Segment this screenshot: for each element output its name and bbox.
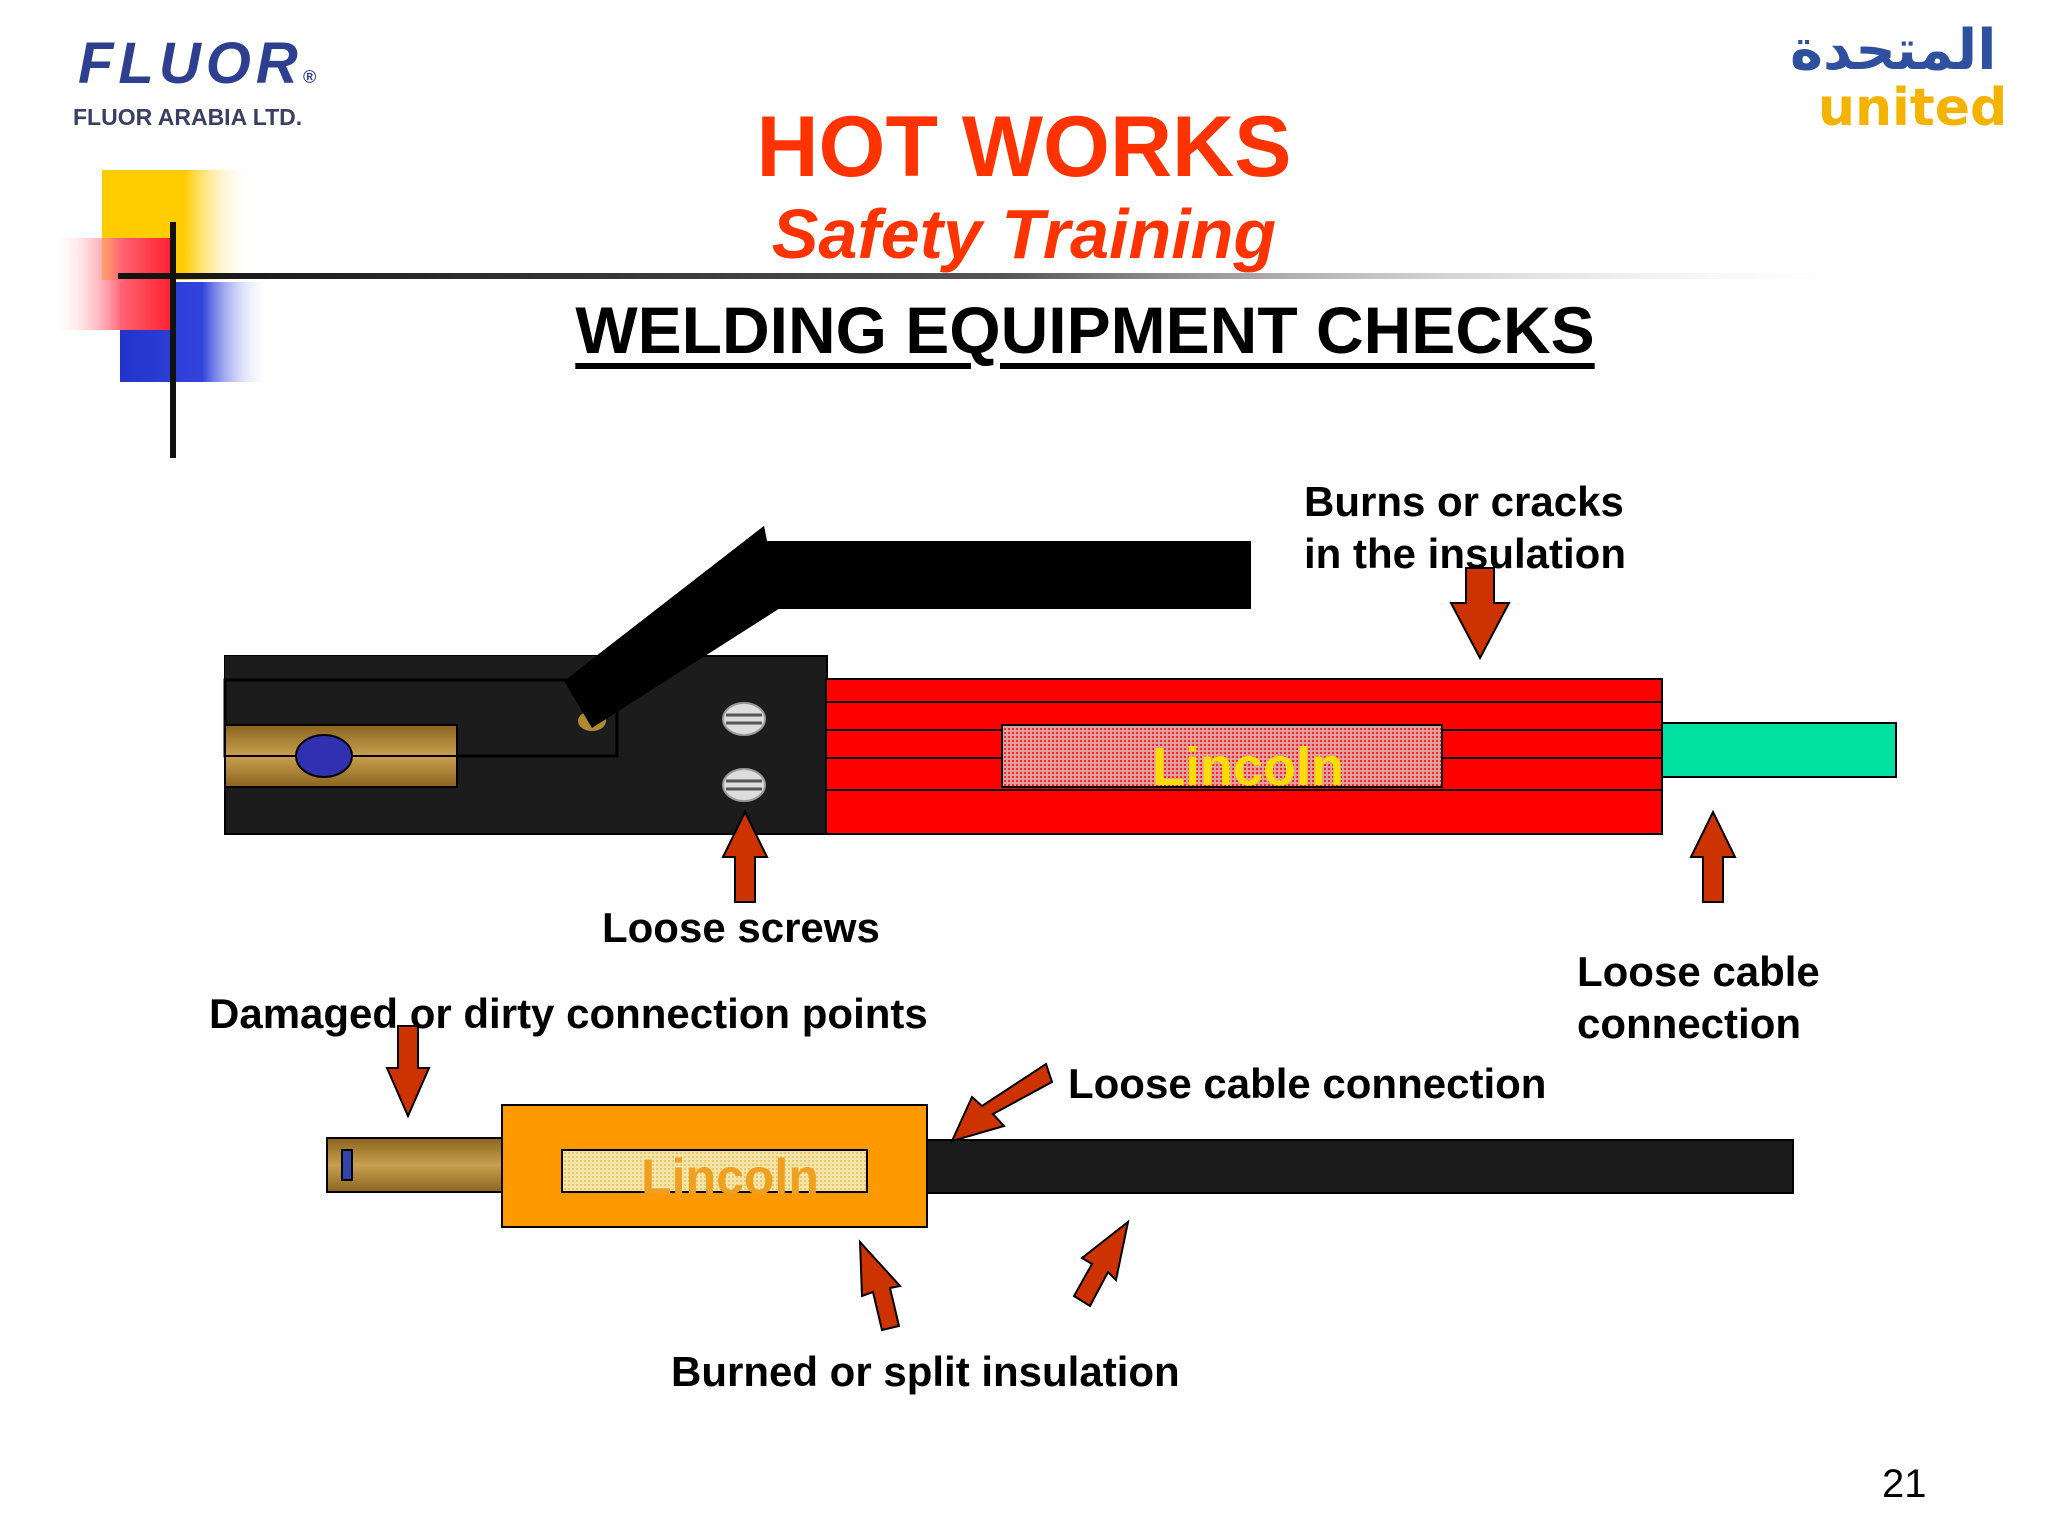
label-loose-cable-connector: Loose cable connection (1068, 1060, 1547, 1107)
jaw-pin (295, 734, 353, 778)
screw-bottom (722, 768, 766, 802)
label-burned-insulation: Burned or split insulation (671, 1348, 1180, 1395)
arrow-burns (1449, 567, 1511, 661)
arrow-burned-2 (1072, 1219, 1130, 1308)
red-square (50, 238, 172, 330)
label-burns-line1: Burns or cracks (1304, 478, 1624, 525)
page-number: 21 (1882, 1462, 1927, 1506)
vertical-rule (170, 222, 176, 458)
label-loose-cable-line2: connection (1577, 1000, 1802, 1047)
arrow-loose-screws (721, 809, 769, 903)
holder-brand: Lincoln (1152, 737, 1344, 797)
cable-connector: Lincoln (326, 1104, 1794, 1228)
fluor-arabia-logo-text: FLUOR ARABIA LTD. (73, 104, 303, 130)
holder-cable-end (1661, 722, 1897, 778)
arrow-damaged-points (385, 1025, 431, 1119)
title-rule (118, 273, 1898, 279)
label-loose-screws: Loose screws (602, 904, 880, 951)
arrow-burned-1 (858, 1239, 902, 1332)
slide-title: HOT WORKS (756, 99, 1292, 195)
arrow-loose-cable-connector (950, 1062, 1054, 1143)
fluor-logo: FLUOR® (78, 31, 317, 96)
jaw-top (225, 656, 617, 680)
connector-brand: Lincoln (641, 1149, 819, 1205)
united-logo: united (1818, 78, 2008, 138)
connector-pin (326, 1137, 504, 1193)
label-damaged-points: Damaged or dirty connection points (209, 990, 928, 1037)
callout-arrows (385, 567, 1737, 1332)
title-decoration (50, 170, 1898, 458)
connector-brand-plate (561, 1149, 868, 1193)
connector-pin-slot (341, 1149, 353, 1181)
electrode-holder: Lincoln (223, 526, 1897, 835)
welding-cable (926, 1139, 1794, 1194)
holder-brand-plate (1001, 724, 1443, 788)
section-heading: WELDING EQUIPMENT CHECKS (575, 293, 1595, 367)
label-burns-line2: in the insulation (1304, 530, 1626, 577)
lever-bar (760, 541, 1251, 609)
screw-top (722, 702, 766, 736)
slide-subtitle: Safety Training (771, 195, 1277, 273)
united-arabic-logo: المتحدة (1790, 18, 1997, 83)
label-loose-cable-line1: Loose cable (1577, 948, 1820, 995)
arrow-loose-cable-holder (1689, 809, 1737, 903)
